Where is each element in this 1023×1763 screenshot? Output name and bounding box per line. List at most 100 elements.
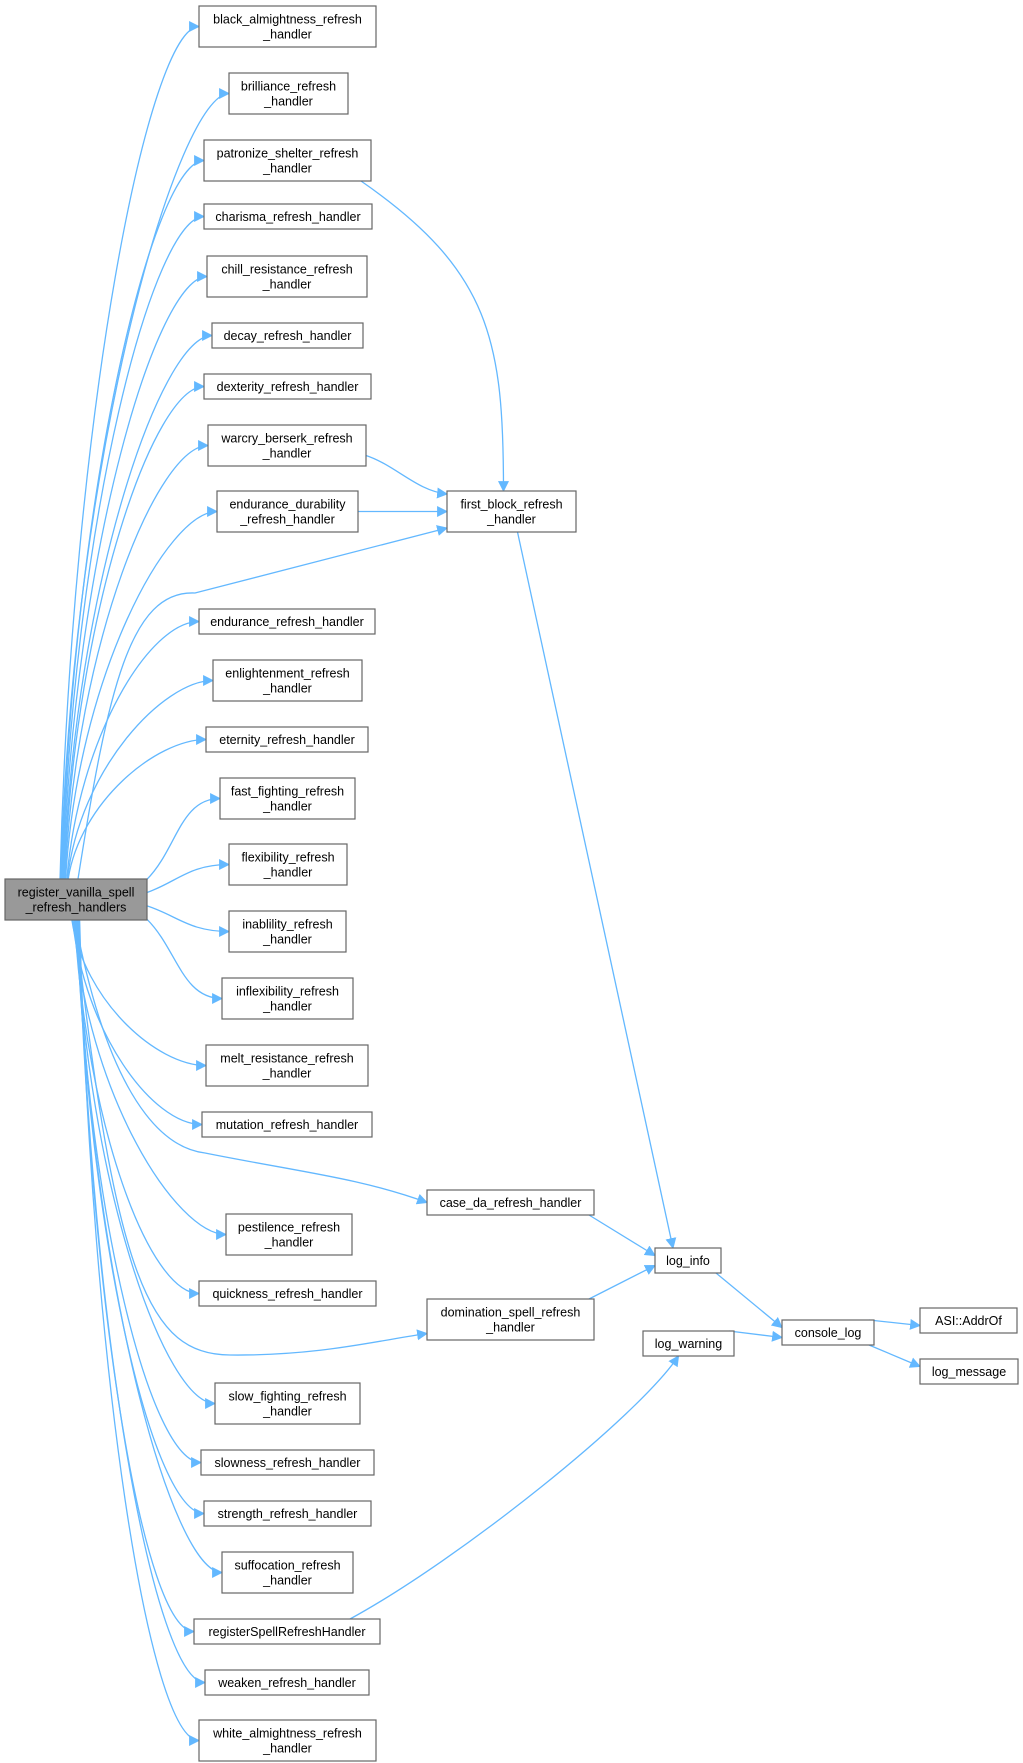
edge-root-to-mutation (71, 919, 204, 1130)
node-endur[interactable]: endurance_refresh_handler (198, 608, 376, 635)
node-quick[interactable]: quickness_refresh_handler (198, 1280, 377, 1307)
edge-root-to-quick (73, 919, 201, 1299)
node-label-line: _handler (262, 1067, 312, 1081)
edge-root-to-black (59, 21, 201, 880)
edge-root-to-caseda (74, 919, 429, 1205)
node-mutation[interactable]: mutation_refresh_handler (201, 1111, 373, 1138)
node-box (198, 1280, 377, 1307)
node-label-line: charisma_refresh_handler (215, 210, 360, 224)
node-label-line: _handler (262, 28, 312, 42)
node-first[interactable]: first_block_refresh_handler (446, 490, 577, 533)
node-box (225, 1213, 353, 1256)
node-black[interactable]: black_almightness_refresh_handler (198, 5, 377, 48)
node-caseda[interactable]: case_da_refresh_handler (426, 1189, 595, 1216)
node-box (198, 1719, 377, 1762)
node-box (214, 1382, 361, 1425)
node-weaken[interactable]: weaken_refresh_handler (204, 1669, 370, 1696)
edge-root-to-first (77, 525, 449, 880)
node-label-line: _handler (262, 447, 312, 461)
edge-root-to-patron (60, 155, 206, 880)
node-logmsg[interactable]: log_message (919, 1358, 1019, 1385)
node-chill[interactable]: chill_resistance_refresh_handler (206, 255, 368, 298)
node-decay[interactable]: decay_refresh_handler (211, 322, 364, 349)
node-label-line: slow_fighting_refresh (228, 1390, 346, 1404)
node-enlight[interactable]: enlightenment_refresh_handler (212, 659, 363, 702)
edge-root-to-flex (146, 859, 231, 894)
node-label-line: _handler (262, 933, 312, 947)
node-label-line: ASI::AddrOf (935, 1314, 1002, 1328)
node-domin[interactable]: domination_spell_refresh_handler (426, 1298, 595, 1341)
node-box (205, 1044, 369, 1087)
node-dext[interactable]: dexterity_refresh_handler (203, 373, 372, 400)
node-box (221, 977, 354, 1020)
node-label-line: _handler (263, 95, 313, 109)
node-inflex[interactable]: inflexibility_refresh_handler (221, 977, 354, 1020)
edge-root-to-slowness (75, 919, 203, 1468)
node-melt[interactable]: melt_resistance_refresh_handler (205, 1044, 369, 1087)
node-box (642, 1330, 735, 1357)
node-strength[interactable]: strength_refresh_handler (203, 1500, 372, 1527)
node-box (426, 1298, 595, 1341)
node-logwarn[interactable]: log_warning (642, 1330, 735, 1357)
node-label-line: first_block_refresh (460, 498, 562, 512)
node-box (426, 1189, 595, 1216)
node-fastf[interactable]: fast_fighting_refresh_handler (219, 777, 356, 820)
node-brill[interactable]: brilliance_refresh_handler (228, 72, 349, 115)
node-label-line: _handler (262, 1405, 312, 1419)
node-label-line: patronize_shelter_refresh (217, 147, 359, 161)
node-box (211, 322, 364, 349)
node-label-line: _handler (262, 800, 312, 814)
node-label-line: mutation_refresh_handler (216, 1118, 358, 1132)
node-charisma[interactable]: charisma_refresh_handler (203, 203, 373, 230)
node-box (212, 659, 363, 702)
node-label-line: fast_fighting_refresh (231, 785, 344, 799)
node-box (203, 139, 372, 182)
node-label-line: inflexibility_refresh (236, 985, 339, 999)
edge-console-to-logmsg (868, 1344, 922, 1368)
node-console[interactable]: console_log (781, 1319, 875, 1346)
edge-warcry-to-first (365, 454, 449, 499)
node-endur_dur[interactable]: endurance_durability_refresh_handler (216, 490, 359, 533)
node-box (919, 1307, 1018, 1334)
node-eternity[interactable]: eternity_refresh_handler (205, 726, 369, 753)
edge-root-to-suffoc (77, 919, 224, 1578)
node-label-line: _refresh_handlers (25, 901, 127, 915)
node-label-line: _handler (262, 278, 312, 292)
node-inab[interactable]: inablility_refresh_handler (228, 910, 347, 953)
edge-loginfo-to-console (715, 1272, 783, 1329)
node-box (200, 1449, 375, 1476)
node-loginfo[interactable]: log_info (654, 1247, 722, 1274)
edge-domin-to-loginfo (588, 1264, 656, 1300)
node-box (781, 1319, 875, 1346)
edge-root-to-pest (73, 919, 228, 1240)
node-box (207, 424, 367, 467)
node-slowness[interactable]: slowness_refresh_handler (200, 1449, 375, 1476)
node-label-line: console_log (795, 1326, 862, 1340)
edge-root-to-endur_dur (64, 506, 219, 880)
node-warcry[interactable]: warcry_berserk_refresh_handler (207, 424, 367, 467)
node-label-line: strength_refresh_handler (218, 1507, 358, 1521)
node-box (203, 203, 373, 230)
node-label-line: inablility_refresh (242, 918, 332, 932)
node-patron[interactable]: patronize_shelter_refresh_handler (203, 139, 372, 182)
edge-root-to-eternity (67, 734, 208, 880)
node-flex[interactable]: flexibility_refresh_handler (228, 843, 348, 886)
edge-console-to-asi (868, 1318, 922, 1330)
node-label-line: dexterity_refresh_handler (217, 380, 359, 394)
node-label-line: suffocation_refresh (234, 1559, 340, 1573)
node-root[interactable]: register_vanilla_spell_refresh_handlers (4, 878, 148, 921)
node-label-line: melt_resistance_refresh (220, 1052, 353, 1066)
node-box (446, 490, 577, 533)
node-slowf[interactable]: slow_fighting_refresh_handler (214, 1382, 361, 1425)
node-regspell[interactable]: registerSpellRefreshHandler (193, 1618, 381, 1645)
node-suffoc[interactable]: suffocation_refresh_handler (221, 1551, 354, 1594)
node-label-line: _handler (262, 1574, 312, 1588)
node-label-line: _handler (486, 513, 536, 527)
node-label-line: endurance_refresh_handler (210, 615, 364, 629)
edge-root-to-dext (63, 381, 206, 880)
edge-root-to-endur (66, 616, 201, 880)
node-pest[interactable]: pestilence_refresh_handler (225, 1213, 353, 1256)
node-asi[interactable]: ASI::AddrOf (919, 1307, 1018, 1334)
node-white[interactable]: white_almightness_refresh_handler (198, 1719, 377, 1762)
node-label-line: quickness_refresh_handler (212, 1287, 362, 1301)
